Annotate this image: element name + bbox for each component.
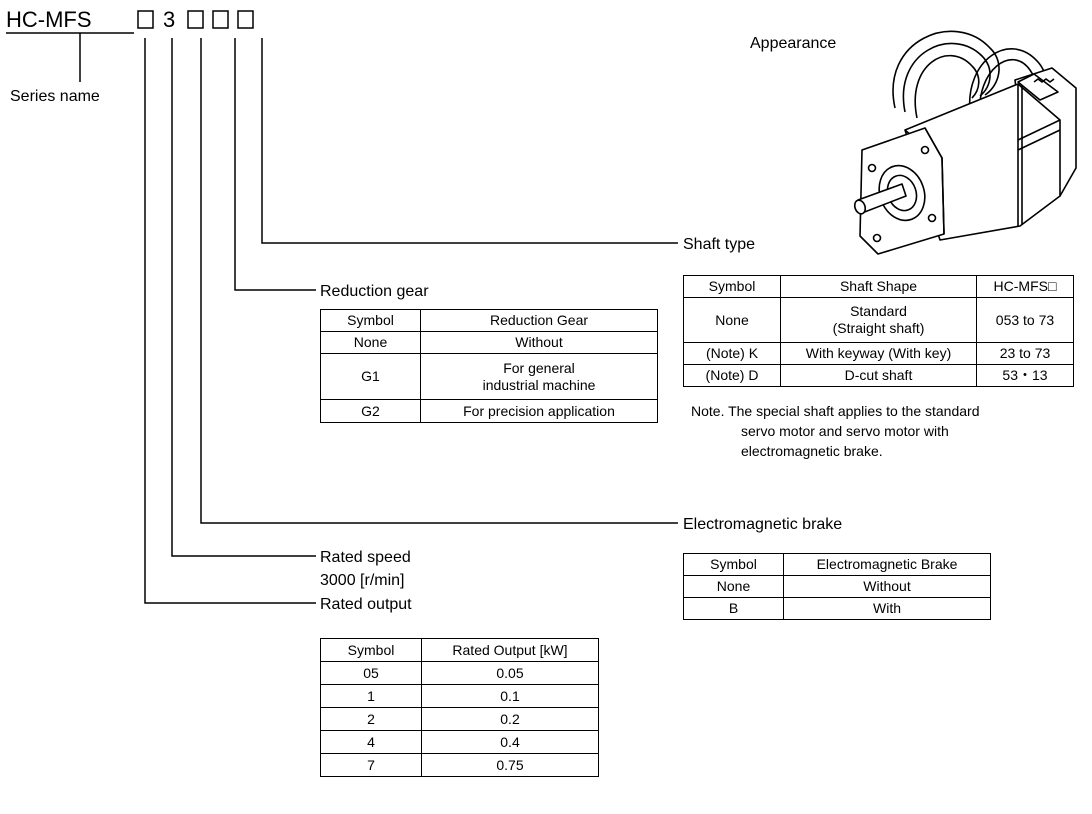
brake-title: Electromagnetic brake [683,516,842,533]
cell-rated-output: 0.1 [421,684,599,708]
leader-reduction [234,38,316,291]
cell-symbol: G1 [320,353,421,400]
table-row: G1 For general industrial machine [320,353,658,400]
gear-line-1: For general [503,359,575,376]
table-row: Symbol Shaft Shape HC-MFS□ [683,275,1074,298]
table-row: (Note) D D-cut shaft 53・13 [683,364,1074,387]
header-rated-output: Rated Output [kW] [421,638,599,662]
cell-models: 053 to 73 [976,297,1074,343]
model-box-reduction [212,10,229,29]
cell-shaft-shape: With keyway (With key) [780,342,977,365]
rated-speed-value: 3000 [r/min] [320,572,404,589]
header-symbol: Symbol [683,275,781,298]
gear-line-2: industrial machine [482,376,596,393]
leader-output [144,38,316,604]
header-brake: Electromagnetic Brake [783,553,991,576]
leader-shaft [261,38,678,244]
cell-symbol: (Note) K [683,342,781,365]
cell-symbol: (Note) D [683,364,781,387]
cell-reduction-gear: For general industrial machine [420,353,658,400]
table-row: Symbol Electromagnetic Brake [683,553,991,576]
cell-symbol: 7 [320,753,422,777]
rated-speed-title: Rated speed [320,549,411,566]
cell-reduction-gear: For precision application [420,399,658,423]
servo-motor-illustration [853,30,1077,255]
header-model: HC-MFS□ [976,275,1074,298]
cell-shaft-shape: D-cut shaft [780,364,977,387]
model-box-shaft [237,10,254,29]
table-row: None Without [683,575,991,598]
cell-shaft-shape: Standard (Straight shaft) [780,297,977,343]
shape-line-2: (Straight shaft) [832,320,925,336]
cell-brake: With [783,597,991,620]
note-line-1: Note. The special shaft applies to the s… [691,403,980,419]
reduction-gear-title: Reduction gear [320,283,429,300]
header-symbol: Symbol [683,553,784,576]
table-row: 2 0.2 [320,707,599,731]
reduction-gear-table: Symbol Reduction Gear None Without G1 Fo… [320,309,658,423]
note-line-2: servo motor and servo motor with [741,423,949,439]
model-digit-speed: 3 [163,7,175,32]
shaft-type-title: Shaft type [683,236,755,253]
table-row: (Note) K With keyway (With key) 23 to 73 [683,342,1074,365]
rated-output-title: Rated output [320,596,412,613]
table-row: 4 0.4 [320,730,599,754]
cell-models: 23 to 73 [976,342,1074,365]
table-row: 1 0.1 [320,684,599,708]
series-name-label: Series name [10,88,100,105]
brake-table: Symbol Electromagnetic Brake None Withou… [683,553,991,620]
table-row: G2 For precision application [320,399,658,423]
cell-reduction-gear: Without [420,331,658,354]
cell-symbol: 05 [320,661,422,685]
cell-symbol: None [683,297,781,343]
cell-rated-output: 0.05 [421,661,599,685]
cell-rated-output: 0.2 [421,707,599,731]
note-line-3: electromagnetic brake. [741,443,883,459]
cell-brake: Without [783,575,991,598]
table-row: 7 0.75 [320,753,599,777]
cell-symbol: 1 [320,684,422,708]
cell-rated-output: 0.75 [421,753,599,777]
cell-symbol: 4 [320,730,422,754]
model-prefix: HC-MFS [6,7,92,32]
cell-symbol: 2 [320,707,422,731]
table-row: Symbol Reduction Gear [320,309,658,332]
shaft-note: Note. The special shaft applies to the s… [691,401,1086,461]
table-row: 05 0.05 [320,661,599,685]
cell-rated-output: 0.4 [421,730,599,754]
shaft-type-table: Symbol Shaft Shape HC-MFS□ None Standard… [683,275,1074,387]
rated-output-table: Symbol Rated Output [kW] 05 0.05 1 0.1 2… [320,638,599,777]
appearance-label: Appearance [750,35,836,52]
table-row: None Without [320,331,658,354]
cell-symbol: None [320,331,421,354]
header-shaft-shape: Shaft Shape [780,275,977,298]
model-box-brake [187,10,204,29]
leader-brake [200,38,678,524]
shape-line-1: Standard [850,303,907,319]
table-row: Symbol Rated Output [kW] [320,638,599,662]
cell-symbol: None [683,575,784,598]
table-row: B With [683,597,991,620]
cell-models: 53・13 [976,364,1074,387]
header-symbol: Symbol [320,309,421,332]
header-symbol: Symbol [320,638,422,662]
header-reduction-gear: Reduction Gear [420,309,658,332]
model-box-rated-output [137,10,154,29]
leader-speed [171,38,316,557]
table-row: None Standard (Straight shaft) 053 to 73 [683,297,1074,343]
cell-symbol: G2 [320,399,421,423]
cell-symbol: B [683,597,784,620]
